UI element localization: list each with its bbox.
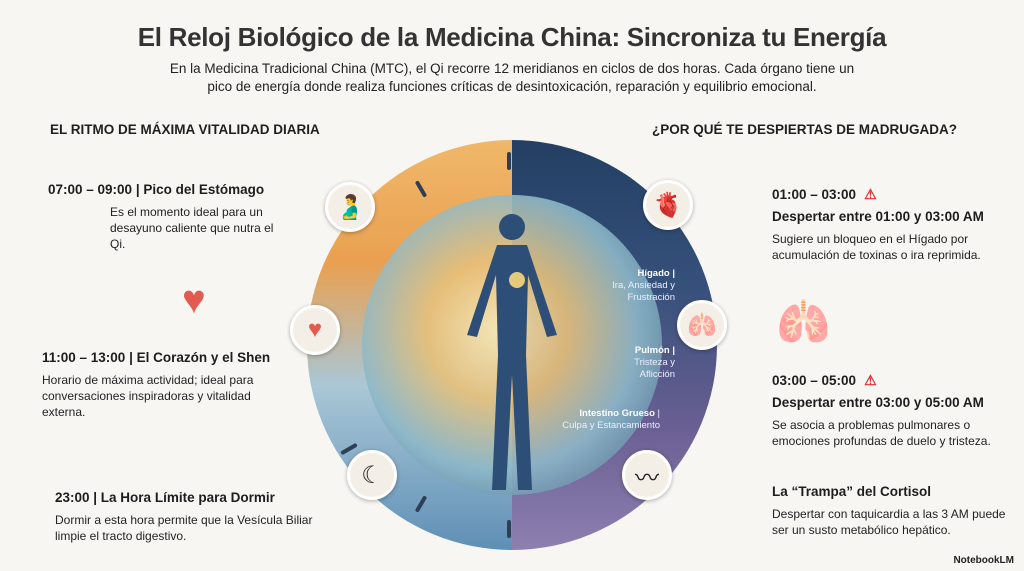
lungs-icon: 🫁	[677, 300, 727, 350]
lungs-illustration-icon: 🫁	[776, 298, 831, 347]
page-title: El Reloj Biológico de la Medicina China:…	[137, 22, 887, 52]
heart-icon: ♥	[182, 278, 206, 322]
time-range: 01:00 – 03:00	[772, 187, 857, 202]
block-text: Es el momento ideal para un desayuno cal…	[110, 205, 274, 251]
intro-line: pico de energía donde realiza funciones …	[207, 79, 817, 94]
heart-badge-icon: ♥	[290, 305, 340, 355]
tick	[507, 152, 511, 170]
notebooklm-logo: NotebookLM	[953, 555, 1014, 566]
liver-icon: 🫀	[643, 180, 693, 230]
lung-wake-block: 03:00 – 05:00 ⚠ Despertar entre 03:00 y 05…	[772, 372, 1012, 449]
stomach-block: 07:00 – 09:00 | Pico del Estómago Es el m…	[48, 182, 288, 252]
intro-text: En la Medicina Tradicional China (MTC), …	[150, 60, 874, 96]
block-text: Dormir a esta hora permite que la Vesícu…	[55, 513, 313, 543]
block-title: Despertar entre 01:00 y 03:00 AM	[772, 209, 984, 224]
alarm-icon: ⚠	[864, 186, 877, 202]
liver-wake-block: 01:00 – 03:00 ⚠ Despertar entre 01:00 y 03…	[772, 186, 1012, 263]
left-heading: EL RITMO DE MÁXIMA VITALIDAD DIARIA	[50, 122, 320, 137]
block-title: 07:00 – 09:00 | Pico del Estómago	[48, 182, 265, 197]
block-title: La “Trampa” del Cortisol	[772, 484, 932, 499]
block-title: Despertar entre 03:00 y 05:00 AM	[772, 395, 984, 410]
block-title: 23:00 | La Hora Límite para Dormir	[55, 490, 275, 505]
moon-sleep-icon: ☾	[347, 450, 397, 500]
organ-colon-label: Intestino Grueso | Culpa y Estancamiento	[562, 408, 660, 431]
intro-line: En la Medicina Tradicional China (MTC), …	[169, 61, 855, 76]
block-text: Despertar con taquicardia a las 3 AM pue…	[772, 507, 1006, 537]
alarm-icon: ⚠	[864, 372, 877, 388]
block-text: Sugiere un bloqueo en el Hígado por acum…	[772, 232, 981, 262]
organ-lung-label: Pulmón |Tristeza y Aflicción	[634, 345, 675, 380]
time-range: 03:00 – 05:00	[772, 373, 857, 388]
stomach-icon: 🫃	[325, 182, 375, 232]
intestine-icon: 〰	[622, 450, 672, 500]
human-figure-icon	[467, 214, 557, 490]
block-text: Se asocia a problemas pulmonares o emoci…	[772, 418, 991, 448]
block-text: Horario de máxima actividad; ideal para …	[42, 373, 254, 419]
right-heading: ¿POR QUÉ TE DESPIERTAS DE MADRUGADA?	[652, 122, 958, 137]
organ-liver-label: Hígado |Ira, Ansiedad y Frustración	[612, 268, 675, 303]
tick	[507, 520, 511, 538]
block-title: 11:00 – 13:00 | El Corazón y el Shen	[42, 350, 271, 365]
